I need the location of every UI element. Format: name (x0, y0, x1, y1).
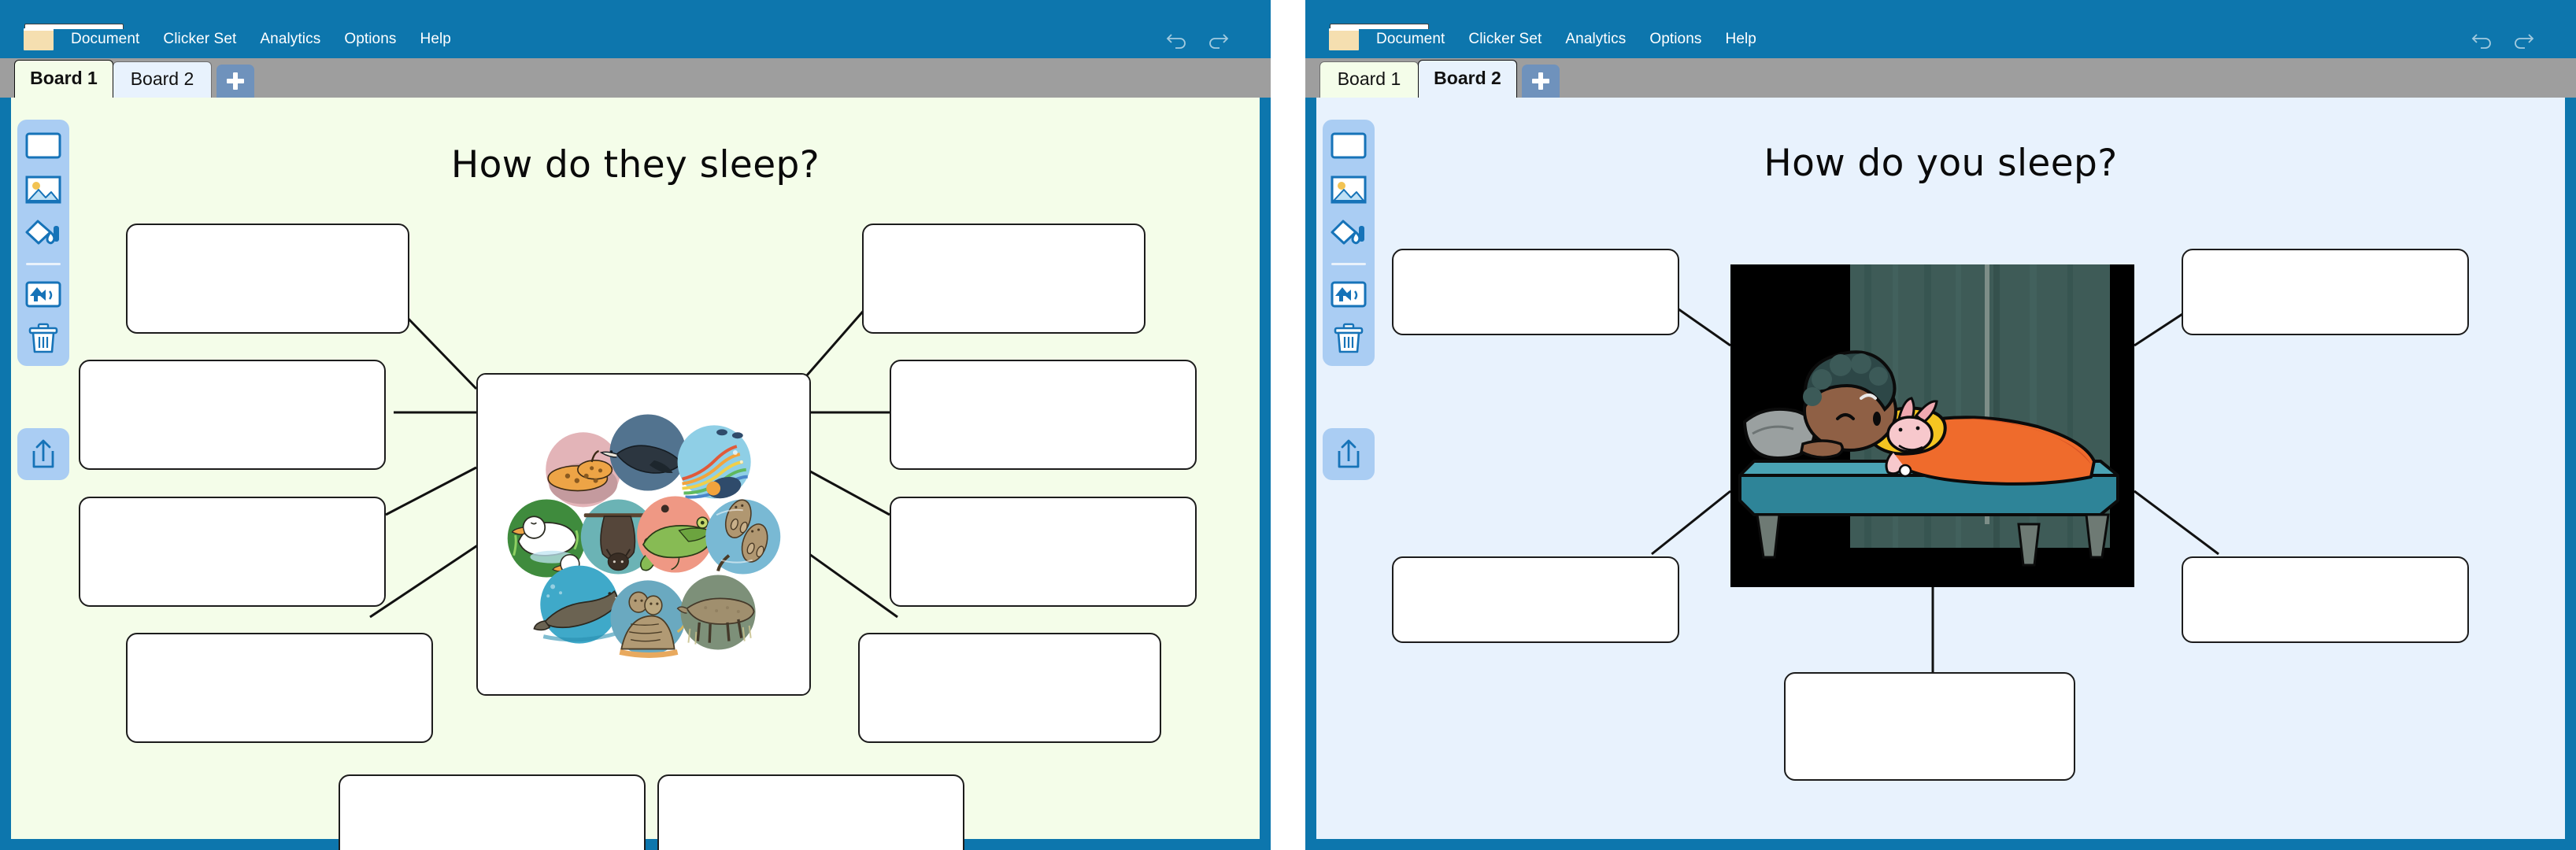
tab-board-1[interactable]: Board 1 (1319, 61, 1419, 98)
paint-fill-tool[interactable] (1329, 217, 1368, 250)
menu-bar-right: Document Clicker Set Analytics Options H… (1305, 0, 2576, 58)
board-canvas-left: How do they sleep? (0, 98, 1271, 850)
undo-icon[interactable] (2471, 27, 2494, 50)
menu-item-document[interactable]: Document (71, 31, 140, 47)
cell-bottom-left[interactable] (339, 774, 646, 850)
share-palette-right (1323, 428, 1375, 480)
undo-icon[interactable] (1165, 27, 1189, 50)
menu-items-right: Document Clicker Set Analytics Options H… (1376, 29, 1780, 50)
tool-divider (1331, 263, 1366, 265)
tab-strip-left: Board 1 Board 2 (0, 58, 1271, 98)
center-picture-child-sleeping[interactable] (1730, 264, 2134, 587)
menu-item-clicker-set[interactable]: Clicker Set (163, 31, 237, 47)
menu-bar-left: Document Clicker Set Analytics Options H… (0, 0, 1271, 58)
cell-upper-left[interactable] (79, 360, 386, 470)
cell-bottom-right[interactable] (657, 774, 964, 850)
sound-record-tool[interactable] (24, 278, 63, 311)
board-canvas-right: How do you sleep? (1305, 98, 2576, 850)
cell-lower-right[interactable] (858, 633, 1161, 743)
menu-item-help[interactable]: Help (420, 31, 451, 47)
delete-tool[interactable] (24, 322, 63, 355)
share-tool[interactable] (1329, 438, 1368, 471)
tab-strip-right: Board 1 Board 2 (1305, 58, 2576, 98)
menu-item-options[interactable]: Options (1649, 31, 1702, 47)
add-text-box-tool[interactable] (24, 129, 63, 162)
plus-icon (1531, 72, 1550, 91)
canvas-edge-right (1260, 98, 1271, 850)
share-tool[interactable] (24, 438, 63, 471)
menu-item-help[interactable]: Help (1725, 31, 1756, 47)
add-picture-tool[interactable] (1329, 173, 1368, 206)
cell-top-left[interactable] (1392, 249, 1679, 335)
redo-icon[interactable] (2511, 27, 2535, 50)
add-board-button[interactable] (1522, 65, 1560, 98)
menu-item-document[interactable]: Document (1376, 31, 1445, 47)
menu-item-analytics[interactable]: Analytics (260, 31, 321, 47)
board-title: How do you sleep? (1764, 142, 2118, 185)
undo-redo-group-right (2471, 27, 2535, 50)
board-title: How do they sleep? (450, 143, 820, 187)
sound-record-tool[interactable] (1329, 278, 1368, 311)
tab-board-2[interactable]: Board 2 (1418, 60, 1517, 98)
clicker-window-left: Document Clicker Set Analytics Options H… (0, 0, 1271, 850)
tool-palette-left (17, 120, 69, 366)
folder-icon[interactable] (1329, 24, 1429, 50)
tool-palette-right (1323, 120, 1375, 366)
folder-icon[interactable] (24, 24, 124, 50)
delete-tool[interactable] (1329, 322, 1368, 355)
cell-top-left[interactable] (126, 224, 409, 334)
paint-fill-tool[interactable] (24, 217, 63, 250)
tab-board-1[interactable]: Board 1 (14, 60, 113, 98)
cell-mid-right[interactable] (890, 497, 1197, 607)
add-picture-tool[interactable] (24, 173, 63, 206)
menu-item-analytics[interactable]: Analytics (1565, 31, 1627, 47)
cell-lower-left[interactable] (126, 633, 433, 743)
add-board-button[interactable] (217, 65, 254, 98)
canvas-edge-left (0, 98, 11, 850)
undo-redo-group-left (1165, 27, 1230, 50)
plus-icon (226, 72, 245, 91)
cell-bottom[interactable] (1784, 672, 2075, 781)
center-picture-animal-collage[interactable] (476, 373, 811, 696)
cell-top-right[interactable] (862, 224, 1146, 334)
share-palette-left (17, 428, 69, 480)
redo-icon[interactable] (1206, 27, 1230, 50)
canvas-edge-left (1305, 98, 1316, 850)
cell-mid-left[interactable] (1392, 556, 1679, 643)
cell-top-right[interactable] (2182, 249, 2469, 335)
canvas-edge-right (2565, 98, 2576, 850)
window-gap (1271, 0, 1305, 850)
cell-mid-right[interactable] (2182, 556, 2469, 643)
menu-items-left: Document Clicker Set Analytics Options H… (71, 29, 475, 50)
cell-upper-right[interactable] (890, 360, 1197, 470)
menu-item-clicker-set[interactable]: Clicker Set (1468, 31, 1542, 47)
tool-divider (26, 263, 61, 265)
canvas-edge-bottom (1305, 839, 2576, 850)
menu-item-options[interactable]: Options (344, 31, 397, 47)
add-text-box-tool[interactable] (1329, 129, 1368, 162)
clicker-window-right: Document Clicker Set Analytics Options H… (1305, 0, 2576, 850)
tab-board-2[interactable]: Board 2 (113, 61, 212, 98)
cell-mid-left[interactable] (79, 497, 386, 607)
